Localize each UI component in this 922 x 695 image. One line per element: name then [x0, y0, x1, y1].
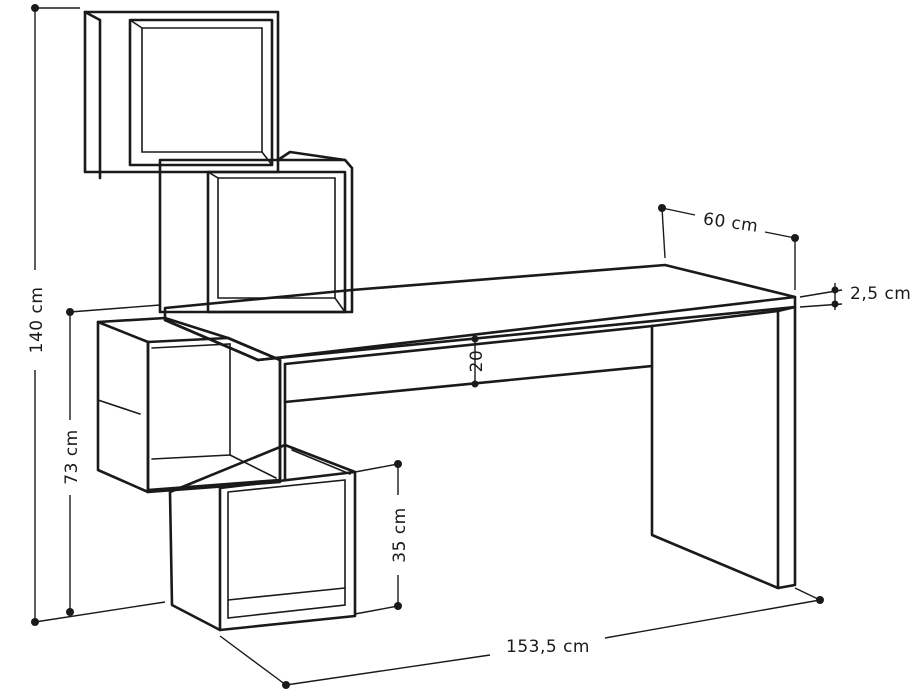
label-73: 73 cm — [62, 429, 82, 484]
shelf-cube-second — [158, 150, 354, 314]
label-60: 60 cm — [702, 209, 760, 237]
label-153-5: 153,5 cm — [506, 637, 590, 657]
label-2-5: 2,5 cm — [850, 284, 911, 304]
dimension-20 — [471, 335, 479, 388]
shelf-cube-bottom — [168, 443, 357, 632]
shelf-cube-top — [83, 10, 280, 180]
desk-leg-right — [650, 305, 797, 590]
dimension-60 — [658, 204, 799, 290]
dimension-35 — [354, 460, 402, 615]
shelf-cube-third — [96, 316, 282, 494]
label-140: 140 cm — [27, 287, 47, 354]
dimension-2-5 — [799, 283, 843, 310]
dimension-73 — [66, 304, 161, 616]
dimension-140 — [31, 4, 166, 626]
label-35: 35 cm — [390, 507, 410, 562]
dimension-153-5 — [219, 587, 824, 689]
modesty-panel — [283, 324, 654, 482]
label-20: 20 — [467, 350, 487, 373]
